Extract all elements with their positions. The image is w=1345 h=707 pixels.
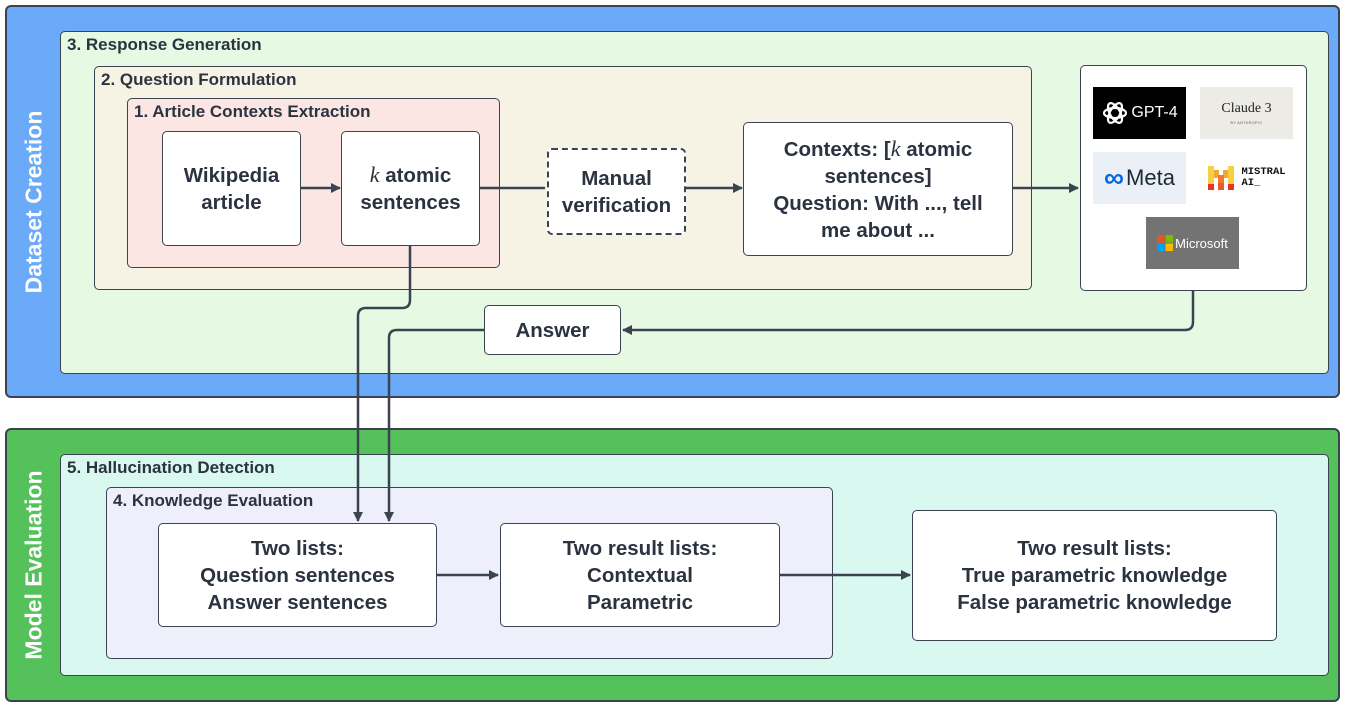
meta-infinity-icon: ∞: [1104, 162, 1125, 193]
two-lists-line3: Answer sentences: [207, 590, 388, 614]
atomic-sentences-line1: atomic: [385, 164, 452, 187]
wikipedia-article-node: Wikipedia article: [162, 131, 301, 246]
atomic-sentences-k: k: [369, 162, 380, 187]
claude-label: Claude 3: [1221, 101, 1272, 116]
manual-verification-node: Manual verification: [547, 148, 686, 235]
mistral-label-line2: AI_: [1241, 177, 1261, 189]
contexts-line4: me about ...: [821, 218, 935, 242]
two-lists-node: Two lists: Question sentences Answer sen…: [158, 523, 437, 627]
two-lists-line2: Question sentences: [200, 563, 395, 587]
gpt4-label: GPT-4: [1131, 104, 1178, 121]
openai-icon: [1103, 102, 1128, 124]
mistral-icon: [1208, 166, 1235, 190]
result-lists-a-line2: Contextual: [587, 563, 693, 587]
contexts-line3: Question: With ..., tell: [773, 191, 983, 215]
atomic-sentences-node: k atomic sentences: [341, 131, 480, 246]
claude-sublabel: BY ANTHROPIC: [1230, 121, 1263, 125]
atomic-sentences-line2: sentences: [360, 191, 461, 214]
answer-node: Answer: [484, 305, 621, 355]
gpt4-logo: GPT-4: [1093, 87, 1186, 139]
manual-verification-line2: verification: [561, 193, 672, 217]
microsoft-logo: Microsoft: [1146, 217, 1239, 269]
result-lists-b-line2: True parametric knowledge: [961, 564, 1228, 587]
contexts-line2: sentences]: [824, 164, 932, 188]
response-generation-title: 3. Response Generation: [67, 35, 262, 54]
arrow-answer-to-two-lists: [384, 328, 484, 522]
contexts-k: k: [890, 135, 901, 161]
mistral-logo: MISTRAL AI_: [1200, 152, 1293, 204]
arrow-llms-to-answer: [622, 291, 1195, 335]
wikipedia-article-line1: Wikipedia: [183, 163, 280, 187]
meta-logo: ∞ Meta: [1093, 152, 1186, 204]
contexts-question-node: Contexts: [k atomic sentences] Question:…: [743, 122, 1013, 256]
microsoft-windows-icon: [1157, 235, 1174, 251]
article-contexts-extraction-title: 1. Article Contexts Extraction: [134, 102, 371, 121]
result-lists-b-line3: False parametric knowledge: [957, 591, 1232, 614]
two-lists-line1: Two lists:: [250, 536, 344, 560]
claude-logo: Claude 3 BY ANTHROPIC: [1200, 87, 1293, 139]
result-lists-a-line1: Two result lists:: [562, 536, 718, 560]
contexts-atomic: atomic: [906, 137, 973, 161]
mistral-label-line1: MISTRAL: [1241, 166, 1286, 178]
contexts-prefix: Contexts: [: [783, 137, 891, 161]
knowledge-evaluation-title: 4. Knowledge Evaluation: [113, 491, 314, 510]
contextual-parametric-node: Two result lists: Contextual Parametric: [500, 523, 780, 627]
parametric-knowledge-node: Two result lists: True parametric knowle…: [912, 510, 1277, 641]
wikipedia-article-line2: article: [201, 190, 262, 214]
arrow-atomic-to-two-lists: [353, 246, 412, 522]
microsoft-label: Microsoft: [1175, 235, 1228, 251]
meta-label: Meta: [1126, 165, 1175, 190]
manual-verification-line1: Manual: [581, 166, 652, 190]
result-lists-b-line1: Two result lists:: [1017, 537, 1172, 560]
question-formulation-title: 2. Question Formulation: [101, 70, 297, 89]
answer-label: Answer: [515, 318, 590, 342]
hallucination-detection-title: 5. Hallucination Detection: [67, 458, 275, 477]
result-lists-a-line3: Parametric: [587, 590, 693, 614]
